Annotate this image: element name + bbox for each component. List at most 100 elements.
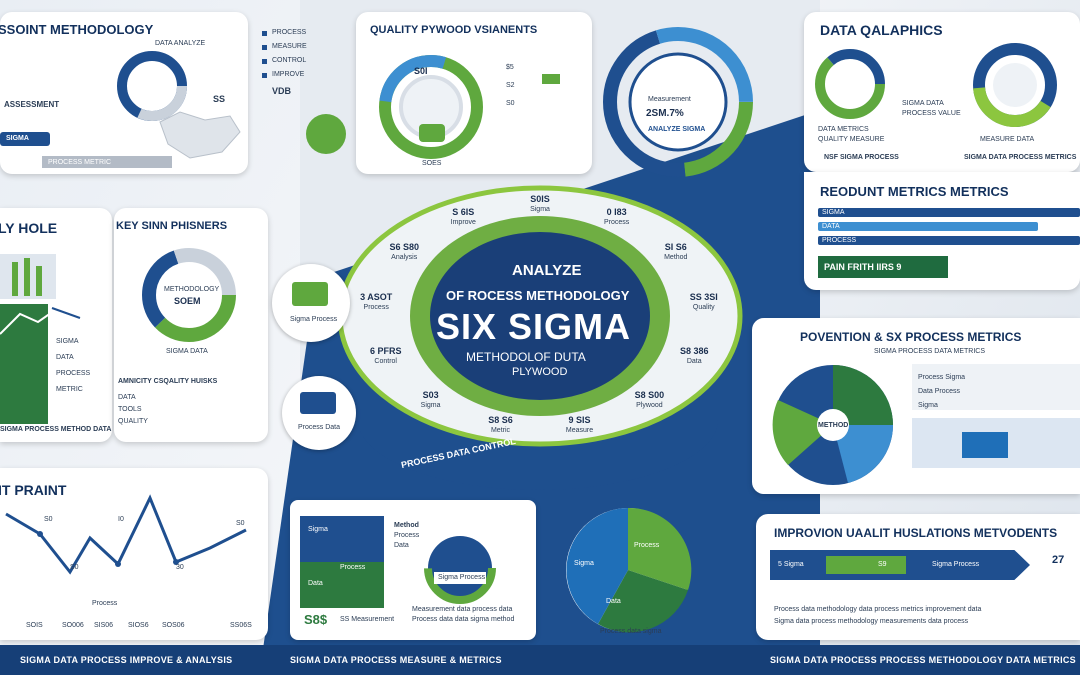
pie-label: Sigma [574,560,594,567]
bottom-pie [566,507,692,633]
prevention-right-label: Process Sigma [918,374,966,381]
bottom-mid-footer: Measurement data process data [412,606,513,613]
green-building-icon [292,282,328,306]
footer-bar: SIGMA DATA PROCESS IMPROVE & ANALYSIS SI… [0,645,1080,675]
footer-left: SIGMA DATA PROCESS IMPROVE & ANALYSIS [20,655,233,665]
quality-inner-badge [419,124,445,142]
split-label: Sigma [308,526,328,533]
ring-item-sub: Control [374,357,397,365]
quality-panel: QUALITY PYWOOD VSIANENTS S0I $5 S2 S0 SO… [356,12,592,174]
pie-label: Process [634,542,660,549]
metric-bar-label: SIGMA [822,209,845,216]
center-line4: METHODOLOF DUTA [466,350,586,364]
left-mid-title: LY HOLE [0,220,58,236]
graphics-label: PROCESS VALUE [902,110,961,117]
center-line2: OF ROCESS METHODOLOGY [446,288,630,303]
ring-item-sub: Data [686,357,702,365]
data-graphics-title: DATA QALAPHICS [820,22,943,38]
bullet-marker [262,31,267,36]
improve-panel: IMPROVION UAALIT HUSLATIONS METVODENTS 5… [756,514,1080,640]
x-axis-label: SS06S [230,622,252,629]
methodology-bullet-list: PROCESS MEASURE CONTROL IMPROVE [262,28,352,108]
ring-item-value: S8 S6 [488,414,513,425]
bottom-mid-footer: Process data data sigma method [412,616,515,623]
blue-building-icon [300,392,336,414]
key-donut-caption: SIGMA DATA [166,348,208,355]
prevention-panel: POVENTION & SX PROCESS METRICS SIGMA PRO… [752,318,1080,494]
line-chart-title: IT PRAINT [0,482,67,498]
method-ring [424,532,496,604]
left-chart-label: DATA [56,354,74,361]
bullet-marker [262,59,267,64]
center-line1: ANALYZE [512,262,582,279]
ring-item-sub: Process [363,304,389,312]
x-axis-label: SIOS6 [128,622,149,629]
point-label: S0 [236,520,245,527]
improve-title: IMPROVION UAALIT HUSLATIONS METVODENTS [774,526,1058,540]
left-mid-bar-chart [0,254,81,424]
right-gauge [973,43,1057,127]
ring-item-value: S8 S00 [634,389,665,400]
x-axis-label: SOIS [26,622,43,629]
pie-footer: Process data sigma [600,628,662,635]
footer-mid: SIGMA DATA PROCESS MEASURE & METRICS [290,655,502,665]
donut-top-label: Measurement [648,96,691,103]
center-outer-ring [337,185,743,447]
ring-label: SS [213,94,226,104]
metrics-banner [818,256,948,278]
bottom-big-sub: SS Measurement [340,616,395,623]
quality-ring-value: S0I [414,66,428,76]
prevention-pie [772,365,893,485]
bottom-big-value: S8$ [304,612,328,627]
x-axis-label: SIS06 [94,622,114,629]
ring-item-sub: Measure [565,426,594,434]
point-label: S0 [70,564,79,571]
graphics-label: MEASURE DATA [980,136,1035,143]
metric-bar-label: PROCESS [822,237,857,244]
x-axis-label: SOS06 [162,622,185,629]
quality-bottom-label: SOES [422,160,442,167]
ring-item-value: S 6IS [452,206,475,217]
prevention-right-label: Data Process [918,388,961,395]
vdb-badge-label: VDB [272,86,292,96]
left-gauge [815,49,885,119]
line-chart-panel: IT PRAINT S0 I0 S0 30 S0 Process SOIS SO… [0,468,268,640]
quality-callout: $5 [506,64,514,71]
split-chart-green [300,562,384,608]
process-strip [912,364,1080,410]
arrow-right: Sigma Process [932,561,980,568]
bullet-item: DATA ANALYZE [155,40,206,47]
process-ring-icon [117,51,187,121]
ring-item-sub: Process [604,218,630,226]
left-chart-label: METRIC [56,386,83,393]
prevention-subtitle: SIGMA PROCESS DATA METRICS [874,348,985,355]
method-ring-label: Sigma Process [438,574,486,581]
x-axis-label: SO006 [62,622,84,629]
method-title: Method [394,522,419,529]
graphics-label: QUALITY MEASURE [818,136,885,143]
left-chart-label: SIGMA [56,338,79,345]
key-donut [142,248,236,342]
quality-callout: S0 [506,100,515,107]
ring-item-value: 9 SIS [568,414,591,425]
line-chart [5,494,247,575]
ring-item-sub: Improve [450,218,476,226]
donut-value: 2SM.7% [646,108,684,119]
footer-right: SIGMA DATA PROCESS PROCESS METHODOLOGY D… [770,655,1076,665]
assessment-pill-label: SIGMA [6,135,29,142]
metric-bar [818,236,1080,245]
center-line5: PLYWOOD [512,366,568,378]
point-label: 30 [176,564,184,571]
quality-title: QUALITY PYWOOD VSIANENTS [370,24,538,36]
bullet-marker [262,73,267,78]
key-donut-value: SOEM [174,296,201,306]
bullet-item: MEASURE [272,43,307,50]
ring-item-value: SS 3SI [689,292,718,303]
ring-item-value: S8 386 [680,345,709,356]
graphics-label: SIGMA DATA [902,100,944,107]
key-panel-title: KEY SINN PHISNERS [116,220,228,232]
split-label: Process [340,564,366,571]
ring-item-sub: Plywood [636,401,663,409]
metric-bar [818,208,1080,217]
measurement-donut [603,27,753,177]
